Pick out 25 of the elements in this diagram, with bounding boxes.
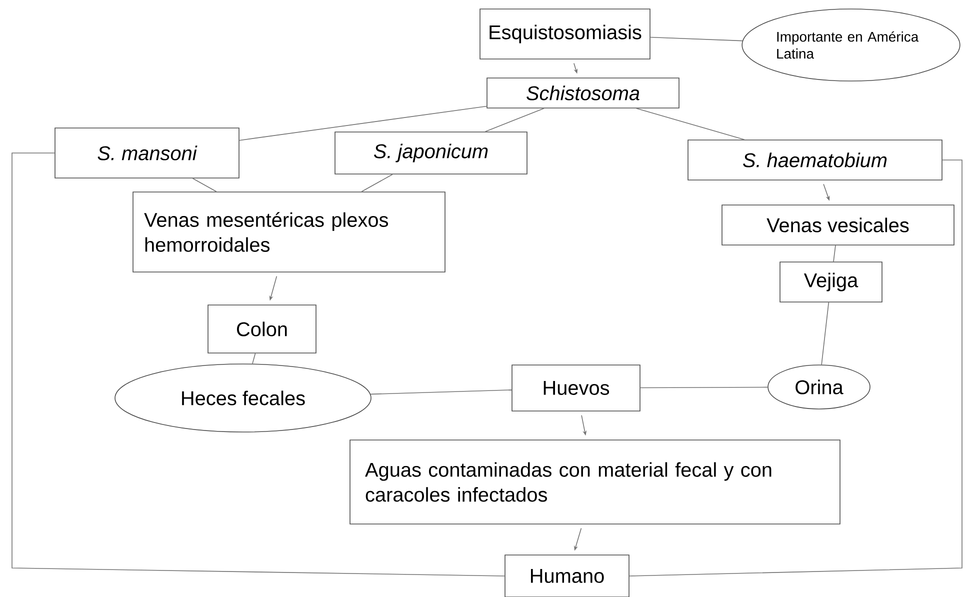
text-box: Venas mesentéricas plexos hemorroidales bbox=[132, 192, 446, 272]
text-box: Schistosoma bbox=[486, 78, 680, 108]
connector bbox=[484, 108, 544, 132]
connector bbox=[239, 106, 487, 141]
connector bbox=[192, 178, 217, 192]
connector bbox=[361, 174, 393, 192]
text-box: Colon bbox=[208, 304, 316, 354]
connector bbox=[650, 36, 743, 42]
connector bbox=[370, 390, 512, 395]
connector bbox=[833, 245, 836, 262]
connector bbox=[12, 152, 505, 576]
connector bbox=[252, 353, 256, 364]
text-box: Vejiga bbox=[780, 262, 882, 302]
connector bbox=[640, 386, 768, 388]
connector bbox=[629, 160, 962, 576]
text-box: Humano bbox=[504, 554, 630, 597]
connector bbox=[821, 302, 830, 366]
text-box: Aguas contaminadas con material fecal y con caracoles infectados bbox=[350, 440, 840, 524]
text-box: Venas vesicales bbox=[722, 204, 954, 246]
text-box: S. mansoni bbox=[54, 128, 240, 178]
text-box: S. japonicum bbox=[334, 132, 528, 174]
connector bbox=[636, 108, 745, 140]
text-box: S. haematobium bbox=[688, 140, 942, 180]
text-box: Huevos bbox=[512, 364, 640, 412]
text-box: Esquistosomiasis bbox=[480, 8, 650, 60]
